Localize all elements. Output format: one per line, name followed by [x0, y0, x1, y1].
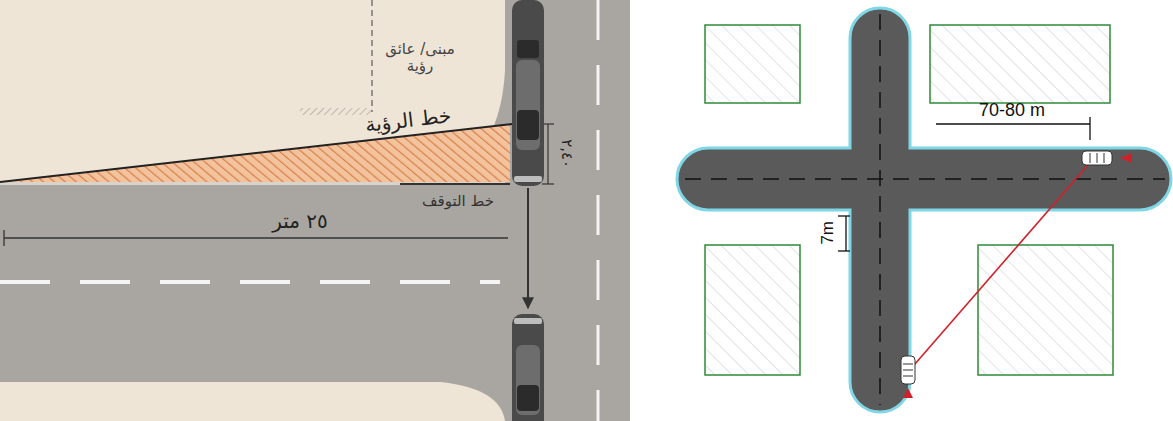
road-surface — [0, 0, 630, 421]
building-edge — [300, 108, 372, 115]
dimension-line — [845, 216, 846, 251]
lane-line — [0, 280, 500, 284]
right-panel — [677, 8, 1171, 412]
building-block — [705, 25, 800, 103]
dimension-label: 7m — [818, 221, 838, 245]
dimension-label: 70-80 m — [979, 100, 1045, 121]
building-block — [930, 25, 1110, 103]
dimension-line — [936, 123, 1090, 124]
travel-arrow — [527, 188, 529, 308]
building-block — [978, 245, 1113, 375]
sight-line — [0, 124, 512, 182]
center-line — [685, 178, 1165, 180]
dimension-line — [547, 124, 548, 184]
car — [901, 356, 915, 398]
road-cross — [677, 8, 1171, 412]
car — [512, 0, 544, 186]
dimension-line — [4, 237, 508, 238]
car — [1082, 151, 1132, 165]
building-edge — [371, 0, 373, 112]
center-line — [879, 14, 881, 405]
lane-line — [597, 0, 600, 421]
left-panel — [0, 0, 630, 421]
annotation-label: خط التوقف — [422, 193, 494, 210]
building-block — [705, 245, 800, 375]
dimension-label: ٢,٤٠ — [557, 140, 574, 169]
dimension-label: ٢٥ متر — [272, 210, 328, 233]
corner-block — [0, 382, 505, 421]
annotation-label: مبنى/ عائق رؤية — [380, 41, 460, 76]
sight-line — [908, 158, 1094, 372]
stop-line — [400, 183, 510, 185]
car — [512, 314, 544, 421]
